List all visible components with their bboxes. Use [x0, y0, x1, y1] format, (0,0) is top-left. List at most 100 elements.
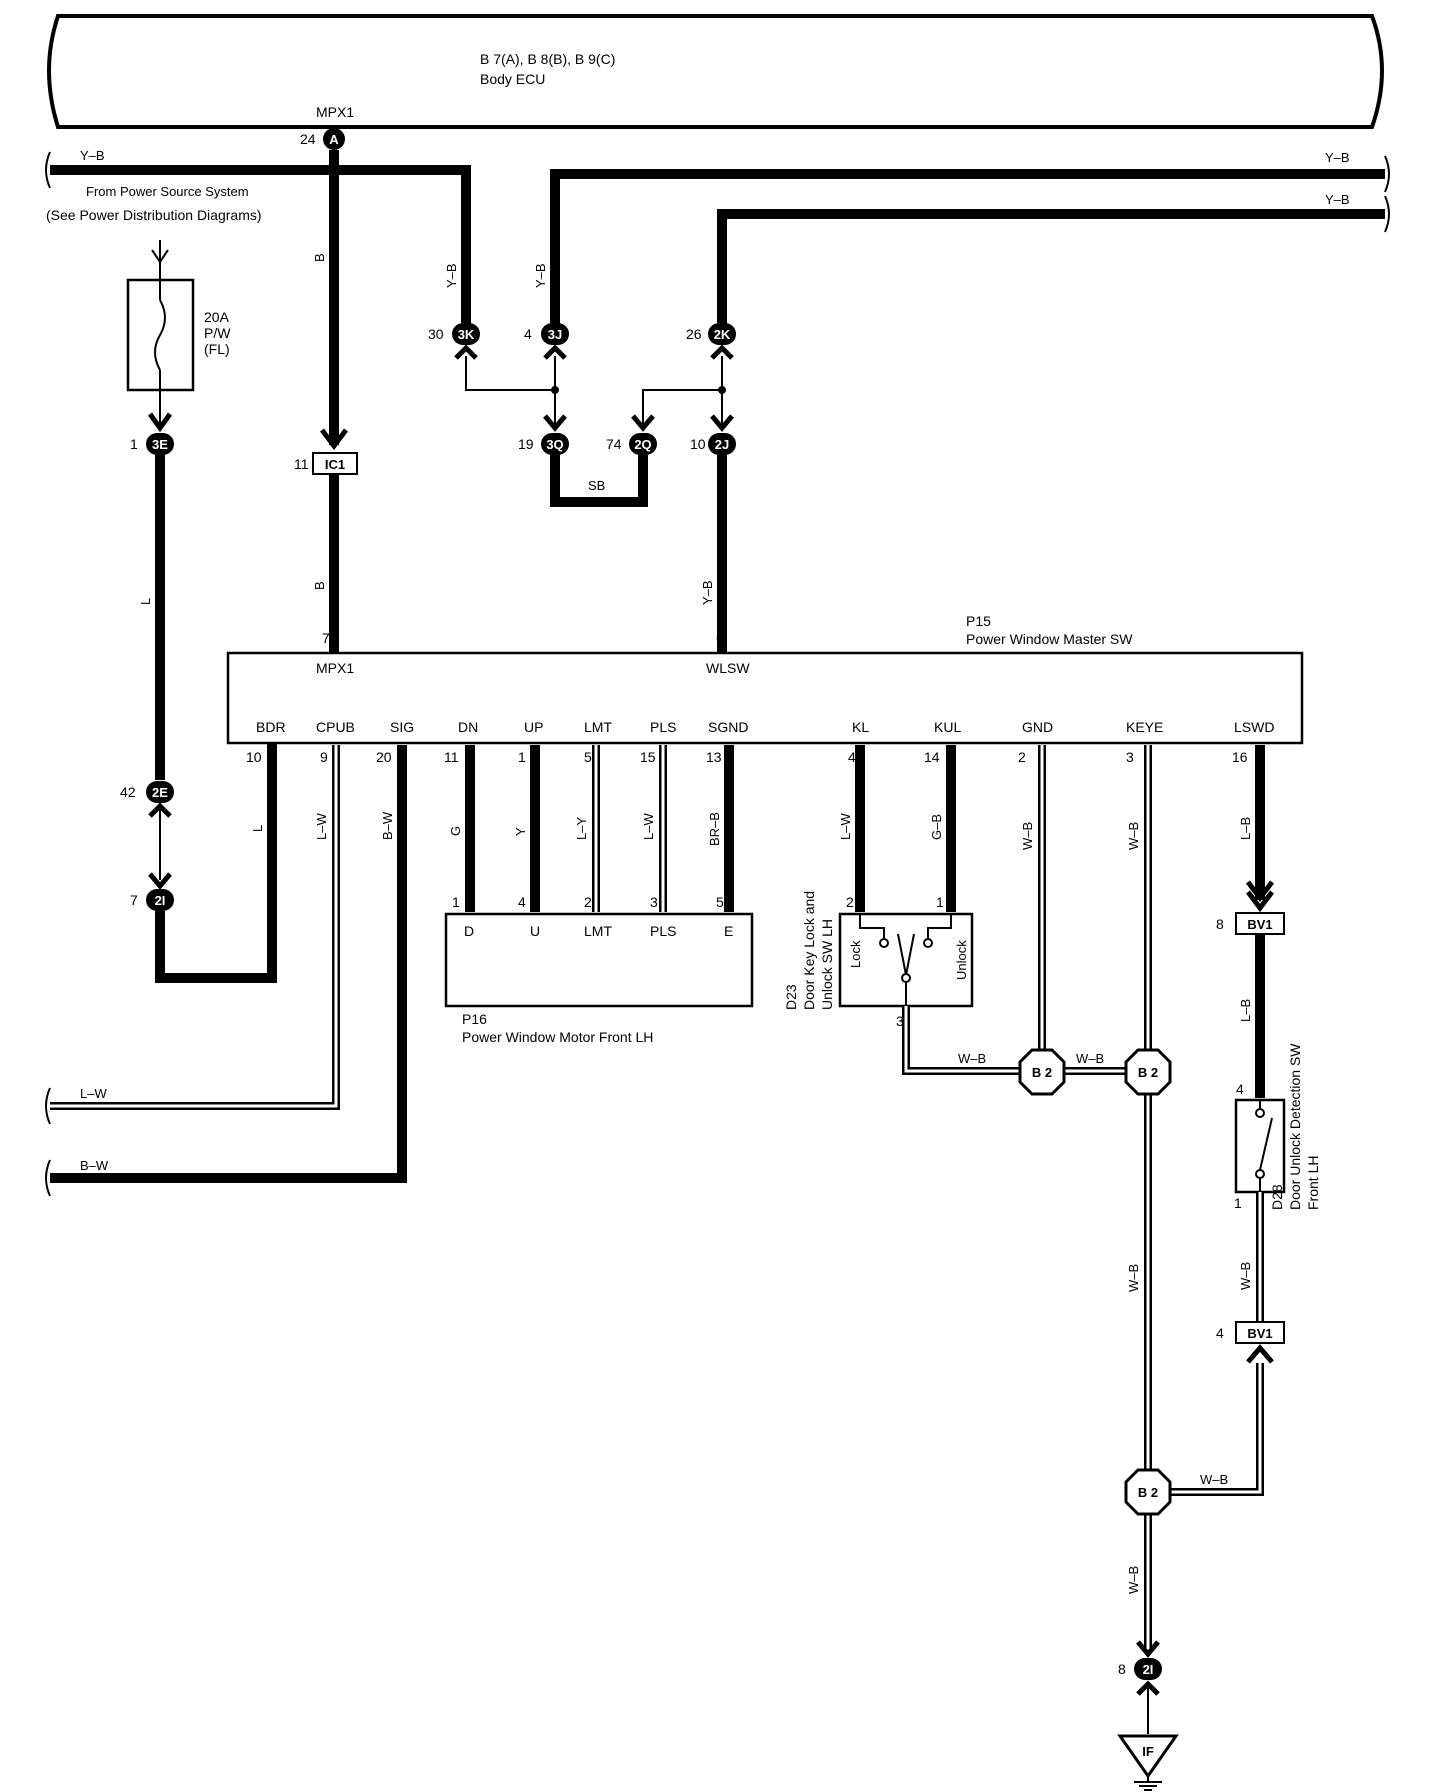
connector-3q [541, 433, 569, 455]
unlock-det-name-line1: Door Unlock Detection SW [1287, 1043, 1303, 1210]
master-label-dn: DN [458, 719, 478, 735]
motor-pin-5: 5 [716, 894, 724, 910]
body-ecu: B 7(A), B 8(B), B 9(C) Body ECU MPX1 24 … [47, 14, 1384, 150]
ecu-connector-list: B 7(A), B 8(B), B 9(C) [480, 51, 615, 67]
door-key-lock-sw: L–W G–B 2 1 Lock Unlock 3 D23 Door Key L… [783, 745, 974, 1029]
connector-2k-pin: 26 [686, 326, 702, 342]
wire-label-wb-bv1: W–B [1200, 1472, 1228, 1487]
master-pin-11: 11 [444, 749, 459, 765]
connector-2q [629, 433, 657, 455]
master-pin-2: 2 [1018, 749, 1026, 765]
wire-label-lw-kl: L–W [838, 813, 853, 840]
wire-label-wb-keysw: W–B [958, 1051, 986, 1066]
unlock-det-pin-1: 1 [1234, 1195, 1242, 1211]
junction-b2-2 [1124, 1048, 1172, 1096]
master-pin-9: 9 [320, 749, 328, 765]
connector-2e-pin: 42 [120, 784, 136, 800]
motor-pin-4: 4 [518, 894, 526, 910]
master-label-lswd: LSWD [1234, 719, 1274, 735]
wire-label-bw-sig: B–W [380, 811, 395, 840]
ecu-terminal-mpx1: MPX1 [316, 104, 354, 120]
connector-3e-pin: 1 [130, 436, 138, 452]
connector-3k-label: 3K [458, 327, 475, 342]
connector-bv1-top-pin: 8 [1216, 916, 1224, 932]
wire-label-yb-3k: Y–B [444, 263, 459, 288]
connector-2e [146, 781, 174, 803]
power-source-line2: (See Power Distribution Diagrams) [46, 207, 262, 223]
connector-bv1-bottom-label: BV1 [1247, 1326, 1272, 1341]
cpub-sig-wires: L–W B–W L–W B–W L [45, 745, 407, 1197]
wire-label-lw-cpub: L–W [314, 813, 329, 840]
wire-label-wb-between: W–B [1076, 1051, 1104, 1066]
junction-b2-3 [1124, 1468, 1172, 1516]
master-label-keye: KEYE [1126, 719, 1163, 735]
key-sw-pin-3: 3 [896, 1013, 904, 1029]
power-window-motor: G Y L–Y L–W BR–B 1 4 2 3 5 D U LMT PLS E… [444, 745, 754, 1045]
master-pin-15: 15 [640, 749, 656, 765]
key-sw-pin-1: 1 [936, 894, 944, 910]
connector-group-3k-3j-2k: Y–B Y–B 3K 30 3J 4 2K 26 3Q 19 2Q 74 [428, 263, 736, 652]
connector-3e-label: 3E [152, 437, 168, 452]
wire-label-yb-right-2: Y–B [1325, 192, 1350, 207]
ground-label: IF [1142, 1744, 1154, 1759]
wire-label-l-bdr: L [250, 825, 265, 832]
wire-label-g: G [448, 826, 463, 836]
wire-label-gb: G–B [929, 814, 944, 840]
wire-label-yb-right-1: Y–B [1325, 150, 1350, 165]
ground-wires: W–B W–B W–B W–B W–B W–B W–B W–B B 2 B 2 … [902, 745, 1264, 1791]
master-pin-20: 20 [376, 749, 392, 765]
master-sw-name: Power Window Master SW [966, 631, 1133, 647]
key-sw-name-line2: Unlock SW LH [819, 919, 835, 1010]
connector-3q-pin: 19 [518, 436, 534, 452]
wire-label-ly: L–Y [574, 817, 589, 840]
unlock-det-name-line2: Front LH [1305, 1156, 1321, 1210]
junction-b2-1-label: B 2 [1032, 1065, 1052, 1080]
connector-3k-pin: 30 [428, 326, 444, 342]
top-bus-wires: Y–B Y–B Y–B [45, 148, 1390, 328]
master-pin-13: 13 [706, 749, 722, 765]
wire-label-yb-3j: Y–B [533, 263, 548, 288]
master-label-kul: KUL [934, 719, 961, 735]
master-label-sgnd: SGND [708, 719, 748, 735]
wire-label-wb-main: W–B [1126, 1264, 1141, 1292]
master-pin-5: 5 [584, 749, 592, 765]
wire-label-wb-ground: W–B [1126, 1566, 1141, 1594]
master-pin-16: 16 [1232, 749, 1248, 765]
master-pin-14: 14 [924, 749, 940, 765]
wire-label-lb-lower: L–B [1238, 999, 1253, 1022]
connector-bv1-top-label: BV1 [1247, 917, 1272, 932]
connector-3e [146, 433, 174, 455]
connector-ic1-label: IC1 [325, 457, 345, 472]
connector-2i-top-pin: 7 [130, 892, 138, 908]
connector-2i-bottom-label: 2I [1143, 1662, 1154, 1677]
fuse-location: (FL) [204, 341, 230, 357]
connector-ic1-pin: 11 [294, 456, 309, 472]
wire-label-b-upper: B [312, 253, 327, 262]
wire-label-yb-wlsw: Y–B [700, 580, 715, 605]
master-pin-3: 3 [1126, 749, 1134, 765]
wire-label-lw-out: L–W [80, 1086, 107, 1101]
master-pin-6: 6 [716, 630, 724, 646]
motor-pin-3: 3 [650, 894, 658, 910]
connector-bv1-bottom [1235, 1321, 1285, 1344]
master-pin-7: 7 [322, 630, 330, 646]
ecu-pin-letter: A [329, 132, 339, 147]
connector-2j [708, 433, 736, 455]
motor-label-lmt: LMT [584, 923, 612, 939]
connector-2i-top [146, 889, 174, 911]
connector-2e-label: 2E [152, 785, 168, 800]
connector-3k [452, 323, 480, 345]
power-source-line1: From Power Source System [86, 184, 249, 199]
connector-2q-pin: 74 [606, 436, 622, 452]
wire-label-sb: SB [588, 478, 605, 493]
motor-label-e: E [724, 923, 733, 939]
master-label-wlsw: WLSW [706, 660, 750, 676]
fuse-branch: 20A P/W (FL) 3E 1 L 2E 42 2I 7 [120, 240, 277, 983]
wire-label-b-lower: B [312, 581, 327, 590]
master-pin-10: 10 [246, 749, 262, 765]
fuse-amp: 20A [204, 309, 230, 325]
wire-label-bw-out: B–W [80, 1158, 109, 1173]
master-label-bdr: BDR [256, 719, 286, 735]
wire-label-l: L [138, 598, 153, 605]
